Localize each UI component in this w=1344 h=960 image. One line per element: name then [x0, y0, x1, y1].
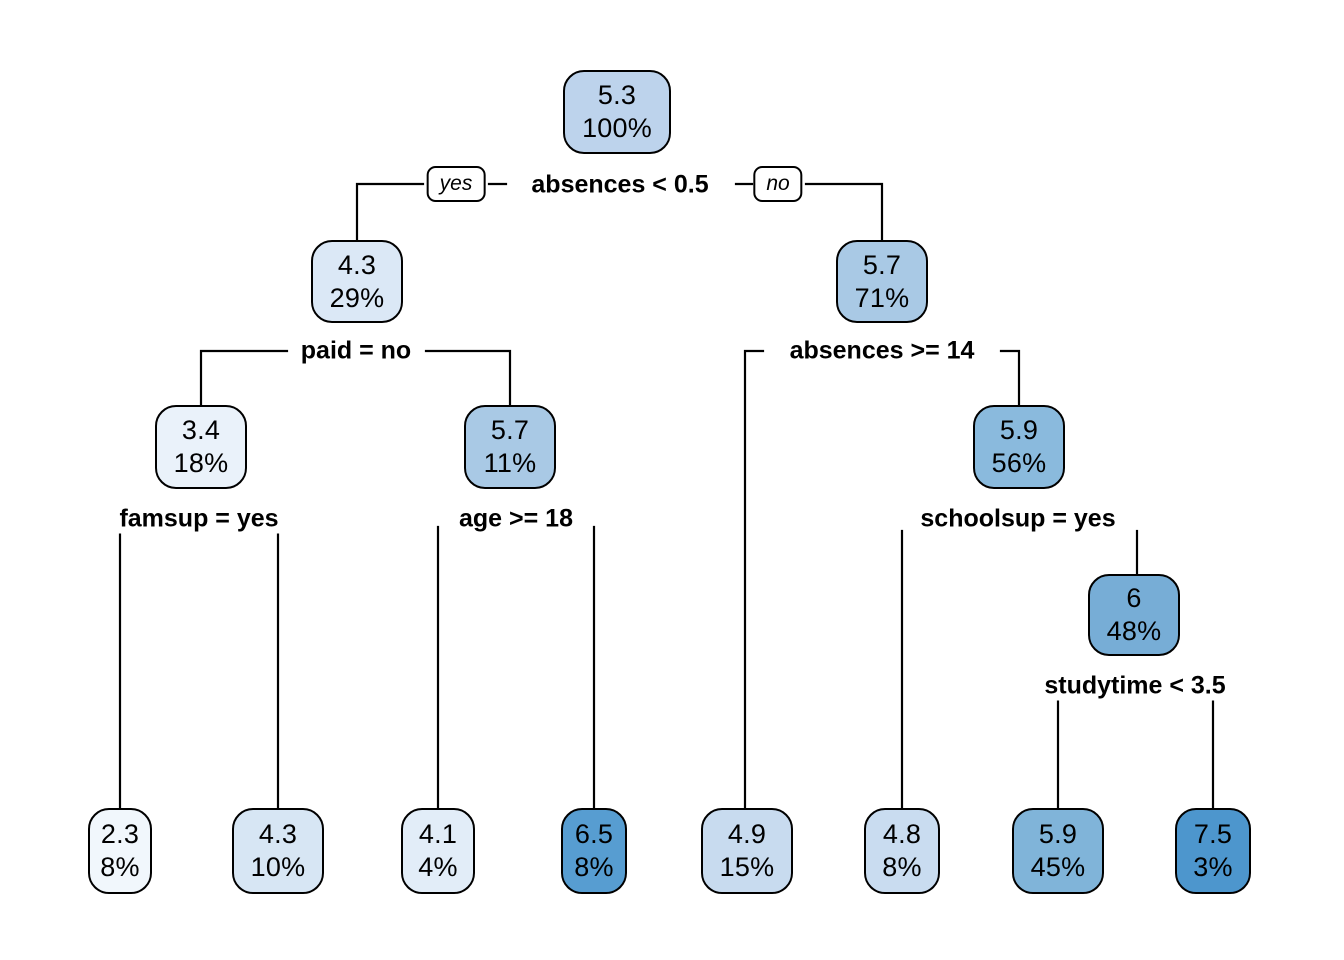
node-percent: 8%	[882, 852, 922, 882]
node-value: 6.5	[574, 819, 614, 850]
node-percent: 48%	[1106, 616, 1162, 646]
node-percent: 10%	[250, 852, 306, 882]
leaf-4.1: 4.1 4%	[401, 808, 475, 894]
node-value: 4.1	[418, 819, 458, 850]
leaf-2.3: 2.3 8%	[88, 808, 152, 894]
split-label-age: age >= 18	[456, 504, 576, 534]
node-paid-yes: 3.4 18%	[155, 405, 247, 489]
node-absences14-no: 5.9 56%	[973, 405, 1065, 489]
node-percent: 18%	[173, 448, 229, 478]
leaf-4.9: 4.9 15%	[701, 808, 793, 894]
node-percent: 3%	[1193, 852, 1233, 882]
node-value: 2.3	[100, 819, 140, 850]
leaf-6.5: 6.5 8%	[561, 808, 627, 894]
node-percent: 29%	[329, 282, 385, 313]
node-schoolsup-no: 6 48%	[1088, 574, 1180, 656]
branch-root-no	[804, 182, 884, 242]
node-value: 5.7	[490, 415, 530, 446]
node-value: 5.3	[597, 80, 637, 111]
node-value: 4.9	[727, 819, 767, 850]
leaf-4.8: 4.8 8%	[864, 808, 940, 894]
node-percent: 8%	[574, 852, 614, 882]
split-label-absences-14: absences >= 14	[786, 336, 978, 366]
node-root: 5.3 100%	[563, 70, 671, 154]
node-value: 3.4	[181, 415, 221, 446]
leaf-4.3: 4.3 10%	[232, 808, 324, 894]
edge-label-yes: yes	[426, 166, 486, 202]
leaf-7.5: 7.5 3%	[1175, 808, 1251, 894]
node-value: 6	[1126, 583, 1142, 614]
branch-paid-right	[424, 349, 512, 407]
branch-paid-left	[199, 349, 289, 407]
split-label-paid: paid = no	[297, 336, 415, 366]
branch-absences14-right	[999, 349, 1021, 407]
node-value: 4.3	[337, 249, 377, 280]
split-label-absences-0.5: absences < 0.5	[528, 170, 712, 200]
node-percent: 100%	[582, 113, 652, 143]
node-percent: 11%	[483, 448, 537, 478]
node-percent: 15%	[719, 852, 775, 882]
node-value: 4.3	[258, 819, 298, 850]
node-paid-no: 5.7 11%	[464, 405, 556, 489]
node-percent: 4%	[418, 852, 458, 882]
branch-absences14-left	[743, 349, 765, 810]
node-percent: 71%	[854, 282, 910, 313]
node-value: 5.7	[862, 249, 902, 280]
split-label-schoolsup: schoolsup = yes	[917, 504, 1119, 534]
edge-label-no: no	[753, 166, 803, 202]
leaf-5.9: 5.9 45%	[1012, 808, 1104, 894]
node-value: 4.8	[882, 819, 922, 850]
node-value: 5.9	[999, 415, 1039, 446]
node-value: 5.9	[1038, 819, 1078, 850]
node-percent: 56%	[991, 448, 1047, 478]
split-label-famsup: famsup = yes	[116, 504, 282, 534]
node-absences-no: 5.7 71%	[836, 240, 928, 323]
split-label-studytime: studytime < 3.5	[1041, 671, 1229, 701]
node-percent: 45%	[1030, 852, 1086, 882]
branch-root-yes	[355, 182, 425, 242]
node-value: 7.5	[1193, 819, 1233, 850]
node-percent: 8%	[100, 852, 140, 882]
node-absences-yes: 4.3 29%	[311, 240, 403, 323]
